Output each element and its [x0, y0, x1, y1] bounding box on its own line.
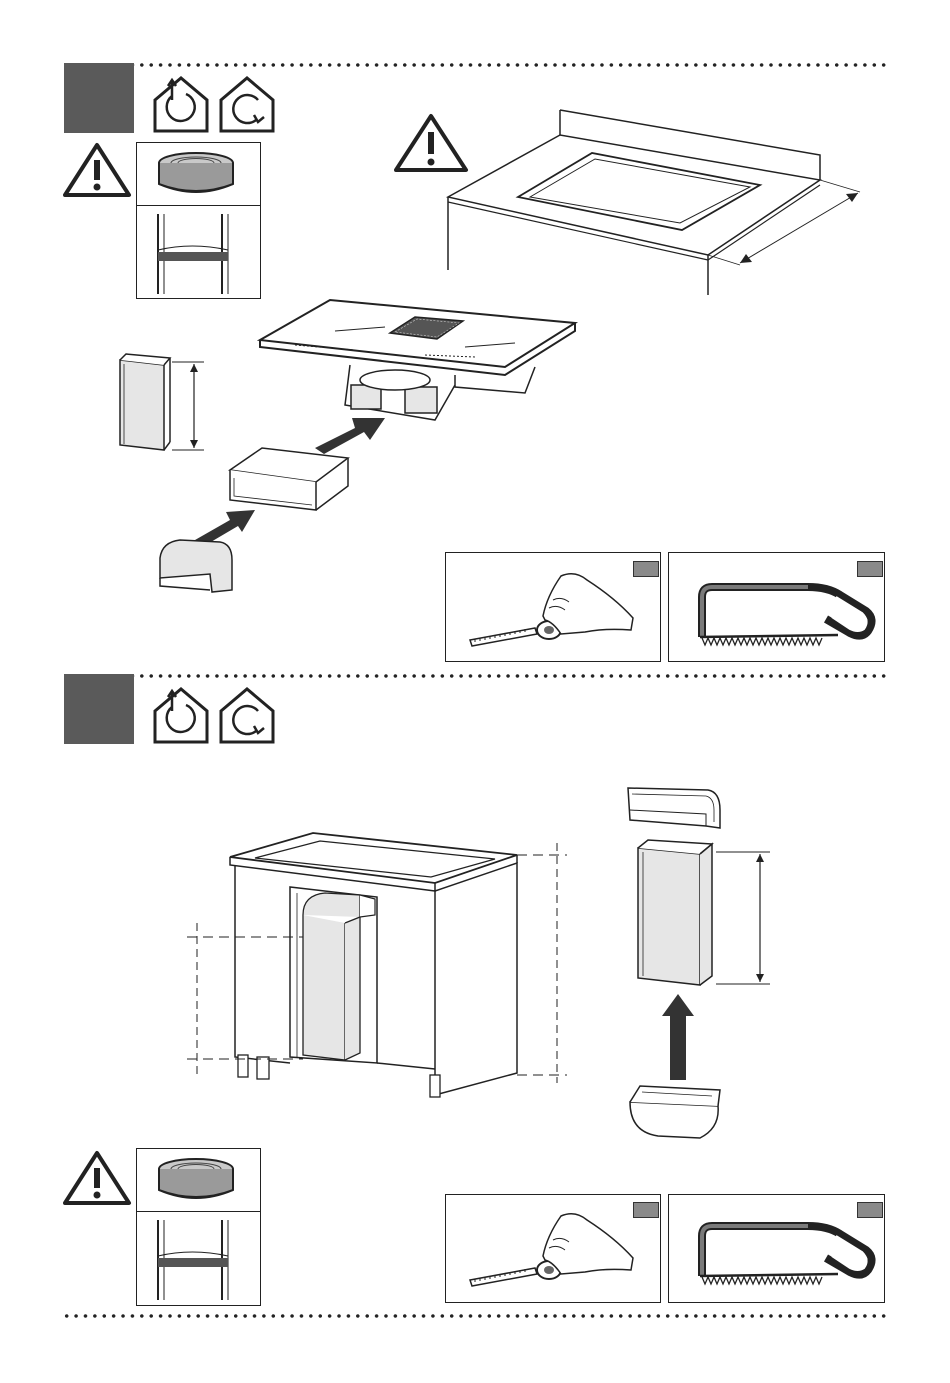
measuring-tape-icon: [465, 1208, 645, 1296]
flat-duct-assembly: [150, 410, 400, 600]
house-recirculation-icon: [152, 685, 210, 745]
hacksaw-icon: [690, 575, 880, 655]
warning-icon: [62, 142, 132, 198]
sealing-tape-icon: [156, 150, 236, 200]
section-divider-top: [62, 62, 890, 68]
hob-with-extractor-illustration: [255, 295, 580, 425]
section-divider-middle: [62, 673, 890, 679]
taped-duct-icon: [150, 212, 240, 296]
warning-icon: [62, 1150, 132, 1206]
house-rotation-icon: [218, 685, 276, 745]
step-marker-1: [64, 63, 134, 133]
measuring-tape-icon: [465, 568, 645, 656]
hacksaw-icon: [690, 1214, 880, 1294]
house-rotation-icon: [218, 74, 276, 134]
cabinet-with-duct-illustration: [185, 825, 575, 1100]
house-recirculation-icon: [152, 74, 210, 134]
section-divider-bottom: [62, 1313, 890, 1319]
duct-parts-illustration: [620, 780, 780, 1140]
sealing-tape-icon: [156, 1156, 236, 1206]
countertop-cutout-illustration: [440, 105, 870, 300]
step-marker-2: [64, 674, 134, 744]
taped-duct-icon: [150, 1218, 240, 1302]
